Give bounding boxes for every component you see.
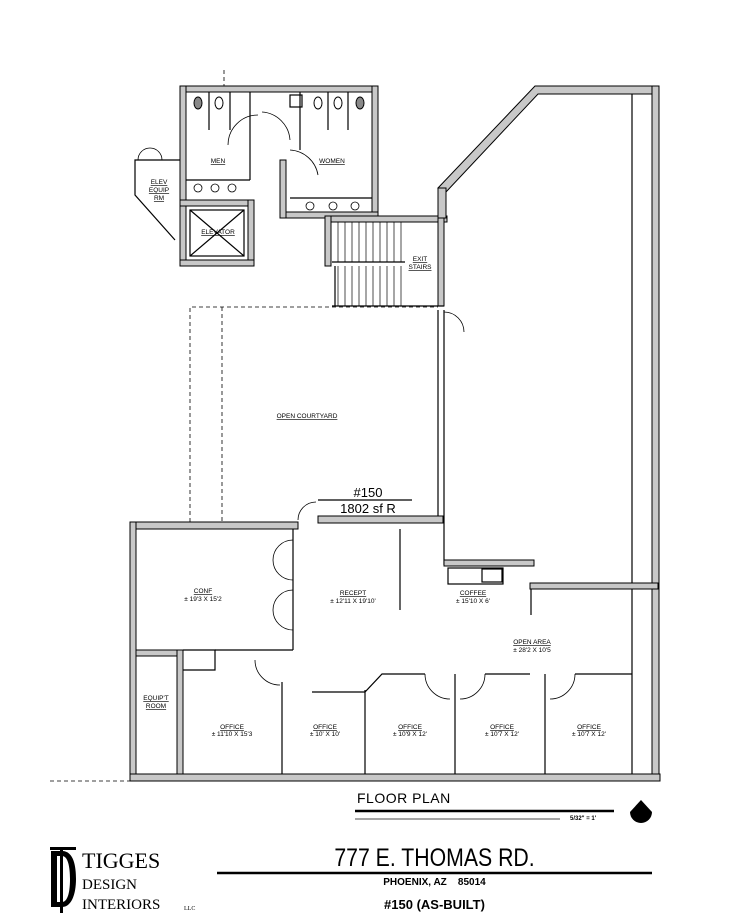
label-office-3-dims: ± 10'9 X 12': [393, 731, 427, 738]
label-office-1-dims: ± 11'10 X 15'3: [212, 731, 253, 738]
label-courtyard: OPEN COURTYARD: [277, 413, 338, 420]
city: PHOENIX, AZ: [383, 877, 447, 888]
exit-stairs: [324, 215, 448, 307]
room-labels: MEN WOMEN ELEV EQUIP RM ELEVATOR EXIT ST…: [143, 158, 606, 738]
label-office-5: OFFICE: [577, 724, 601, 731]
north-arrow-icon: [630, 800, 652, 823]
address: 777 E. THOMAS RD.: [334, 844, 535, 872]
label-equip-room-1: EQUIP'T: [143, 695, 168, 702]
label-coffee: COFFEE: [460, 590, 487, 597]
label-open-area-dims: ± 28'2 X 10'5: [513, 647, 551, 654]
label-office-3: OFFICE: [398, 724, 422, 731]
label-elev-equip-1: ELEV: [151, 179, 168, 186]
label-women: WOMEN: [319, 158, 345, 165]
label-conf-dims: ± 19'3 X 15'2: [184, 596, 222, 603]
label-conf: CONF: [194, 588, 212, 595]
label-recept-dims: ± 12'11 X 19'10': [330, 598, 375, 605]
city-line: PHOENIX, AZ 85014: [217, 877, 652, 889]
label-area: 1802 sf R: [340, 501, 396, 516]
label-elev-equip-2: EQUIP: [149, 187, 169, 194]
label-office-4-dims: ± 10'7 X 12': [485, 731, 519, 738]
label-exit-stairs-2: STAIRS: [409, 264, 433, 271]
logo: TIGGES DESIGN INTERIORS LLC: [48, 845, 198, 916]
label-recept: RECEPT: [340, 590, 366, 597]
stair-treads: [337, 222, 402, 306]
logo-line2: DESIGN: [82, 877, 137, 893]
label-coffee-dims: ± 15'10 X 6': [456, 598, 490, 605]
label-open-area: OPEN AREA: [513, 639, 551, 646]
label-office-5-dims: ± 10'7 X 12': [572, 731, 606, 738]
scale-label: 5/32" = 1': [570, 816, 597, 822]
label-elevator: ELEVATOR: [201, 229, 235, 236]
label-men: MEN: [211, 158, 226, 165]
logo-line1: TIGGES: [82, 848, 161, 873]
label-office-2: OFFICE: [313, 724, 337, 731]
restroom-block: [134, 85, 379, 267]
courtyard: [50, 70, 438, 782]
logo-suffix: LLC: [184, 906, 196, 912]
office-walls: [129, 499, 661, 782]
label-exit-stairs-1: EXIT: [413, 256, 427, 263]
label-office-1: OFFICE: [220, 724, 244, 731]
floor-plan-heading: FLOOR PLAN: [357, 790, 451, 806]
label-office-2-dims: ± 10' X 10': [310, 731, 340, 738]
logo-line3: INTERIORS: [82, 897, 161, 913]
label-elev-equip-3: RM: [154, 195, 164, 202]
logo-monogram-icon: [50, 847, 76, 913]
label-equip-room-2: ROOM: [146, 703, 166, 710]
zip: 85014: [457, 877, 486, 888]
right-wing-walls: [437, 85, 660, 781]
label-suite: #150: [354, 485, 383, 500]
label-office-4: OFFICE: [490, 724, 514, 731]
suite-status: #150 (AS-BUILT): [384, 897, 485, 912]
